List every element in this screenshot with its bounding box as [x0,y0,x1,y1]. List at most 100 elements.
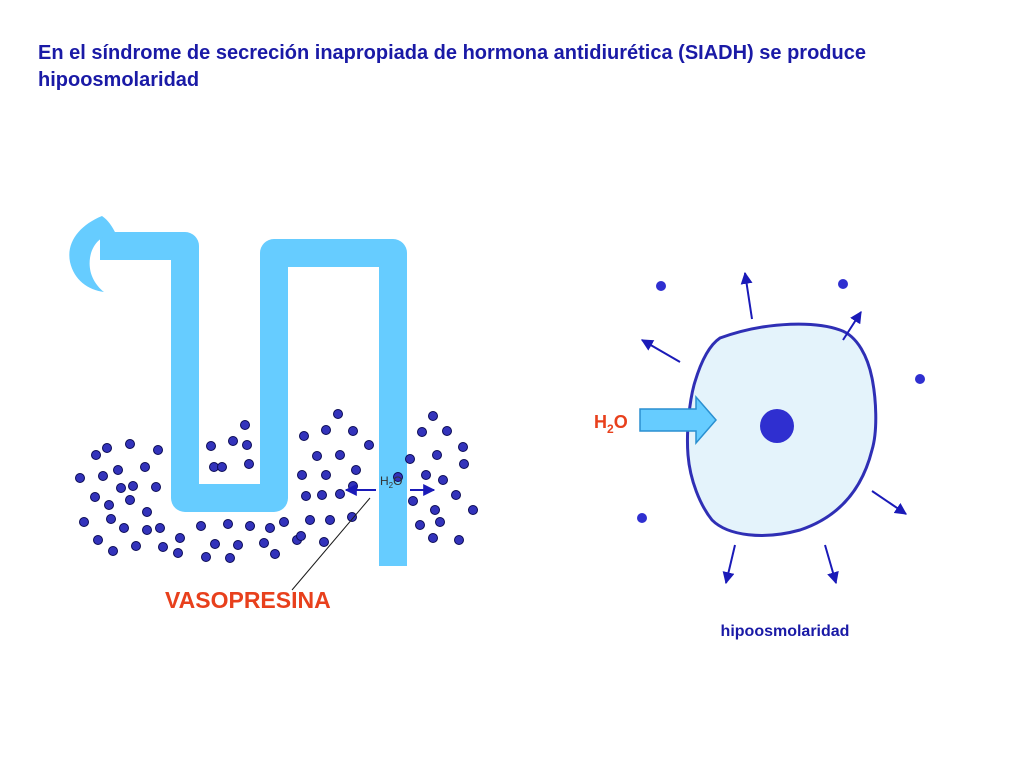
solute-dot [155,523,165,533]
solute-dot [270,549,280,559]
solute-dot [838,279,848,289]
solute-dot [637,513,647,523]
solute-dot [333,409,343,419]
solute-dot [142,507,152,517]
outflow-arrow [871,490,907,515]
solute-dot [442,426,452,436]
outflow-arrows [640,271,907,585]
solute-dot [201,552,211,562]
solute-dot [90,492,100,502]
solute-dot [451,490,461,500]
solute-dot [106,514,116,524]
solute-dot [125,495,135,505]
extracellular-solutes [637,279,925,523]
solute-dot [299,431,309,441]
solute-dot [196,521,206,531]
solute-dot [265,523,275,533]
solute-dot [108,546,118,556]
solute-dot [312,451,322,461]
solute-dot [128,481,138,491]
solute-dot [242,440,252,450]
solute-dot [225,553,235,563]
solute-dot [279,517,289,527]
cell-nucleus [760,409,794,443]
solute-dot [245,521,255,531]
solute-dot [421,470,431,480]
tubule [100,232,407,566]
solute-dot [173,548,183,558]
solute-dot [240,420,250,430]
solute-dot [151,482,161,492]
solute-dot [656,281,666,291]
solute-dot [321,425,331,435]
solute-dot [454,535,464,545]
interstitial-solutes [75,409,478,563]
outflow-arrow [722,544,736,585]
solute-dot [468,505,478,515]
solute-dot [408,496,418,506]
solute-dot [79,517,89,527]
water-label: H2O [380,474,402,490]
solute-dot [459,459,469,469]
water-transport: H2O [344,474,436,496]
solute-dot [102,443,112,453]
solute-dot [428,411,438,421]
solute-dot [175,533,185,543]
solute-dot [347,512,357,522]
solute-dot [119,523,129,533]
solute-dot [98,471,108,481]
outflow-arrow [824,544,839,585]
solute-dot [335,489,345,499]
cell-diagram: H2O hipoosmolaridad [594,271,925,640]
solute-dot [244,459,254,469]
solute-dot [301,491,311,501]
solute-dot [435,517,445,527]
solute-dot [142,525,152,535]
solute-dot [317,490,327,500]
solute-dot [217,462,227,472]
solute-dot [233,540,243,550]
solute-dot [153,445,163,455]
solute-dot [131,541,141,551]
solute-dot [428,533,438,543]
solute-dot [348,426,358,436]
hormone-pointer [291,497,371,591]
solute-dot [228,436,238,446]
page-title: En el síndrome de secreción inapropiada … [38,42,866,91]
solute-dot [223,519,233,529]
hormone-label: VASOPRESINA [165,587,331,613]
solute-dot [297,470,307,480]
solute-dot [458,442,468,452]
solute-dot [158,542,168,552]
outflow-arrow [842,310,862,341]
outflow-arrow [640,339,681,363]
outflow-arrow [740,271,753,320]
cell-water-label: H2O [594,412,628,436]
solute-dot [405,454,415,464]
solute-dot [432,450,442,460]
solute-dot [91,450,101,460]
glomerular-capsule [69,216,116,292]
solute-dot [430,505,440,515]
solute-dot [438,475,448,485]
cell-caption: hipoosmolaridad [721,623,850,640]
solute-dot [305,515,315,525]
solute-dot [364,440,374,450]
solute-dot [351,465,361,475]
solute-dot [206,441,216,451]
water-influx-arrow [639,394,717,446]
solute-dot [113,465,123,475]
solute-dot [140,462,150,472]
solute-dot [393,472,403,482]
solute-dot [75,473,85,483]
solute-dot [325,515,335,525]
solute-dot [210,539,220,549]
solute-dot [259,538,269,548]
solute-dot [125,439,135,449]
solute-dot [417,427,427,437]
solute-dot [93,535,103,545]
solute-dot [104,500,114,510]
solute-dot [915,374,925,384]
solute-dot [335,450,345,460]
